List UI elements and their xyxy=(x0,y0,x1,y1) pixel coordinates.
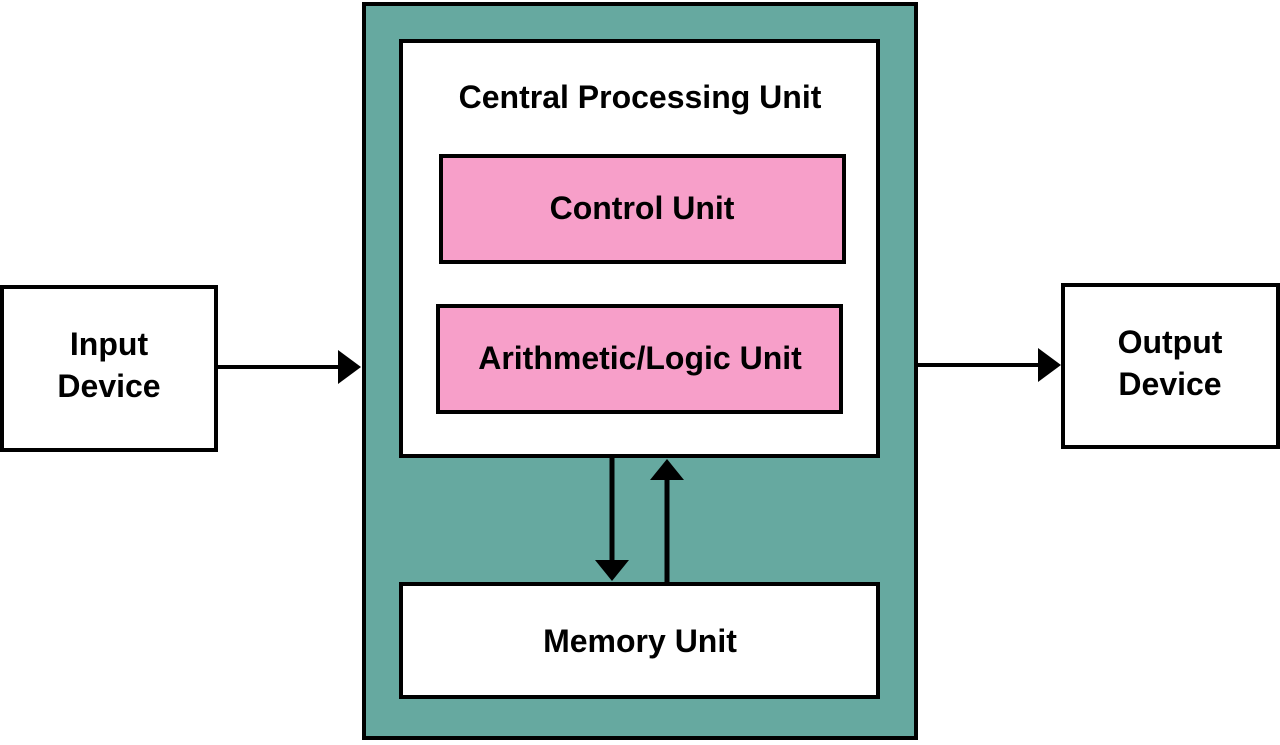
alu-box xyxy=(436,304,843,414)
output-device-label-line1: Output xyxy=(1118,324,1223,360)
cpu-to-output-arrow xyxy=(918,348,1061,382)
cpu-to-memory-arrow xyxy=(595,458,629,581)
memory-to-cpu-arrow xyxy=(650,459,684,582)
cpu-title: Central Processing Unit xyxy=(459,79,822,115)
alu-label: Arithmetic/Logic Unit xyxy=(478,340,802,376)
output-device-label-line2: Device xyxy=(1118,366,1221,402)
control-unit-label: Control Unit xyxy=(550,190,735,226)
control-unit-box xyxy=(439,154,846,264)
input-device-box xyxy=(0,285,218,452)
memory-unit-label: Memory Unit xyxy=(543,623,737,659)
memory-unit-box xyxy=(399,582,880,699)
output-device-box xyxy=(1061,283,1280,449)
input-device-label-line1: Input xyxy=(70,326,149,362)
input-to-cpu-arrow xyxy=(218,350,361,384)
input-device-label-line2: Device xyxy=(57,368,160,404)
